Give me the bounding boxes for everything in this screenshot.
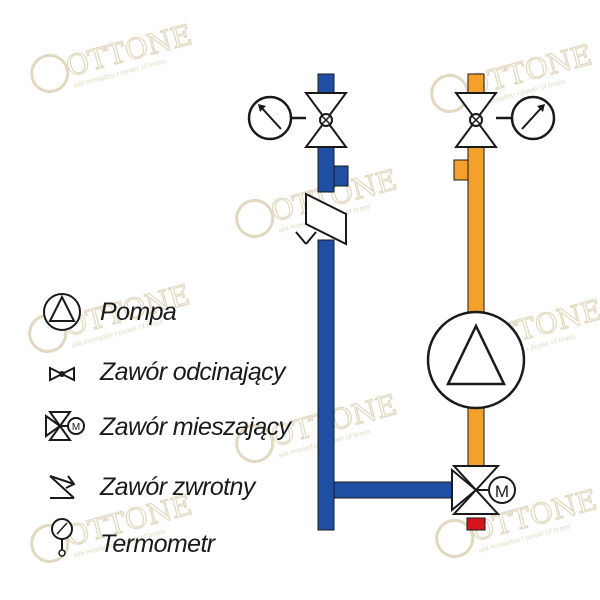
- return-pipe-stub: [333, 165, 349, 187]
- mixing-valve: M: [451, 465, 516, 515]
- watermark: OTTONE siła mosiądzu • power of brass: [30, 17, 196, 93]
- svg-text:M: M: [72, 422, 80, 433]
- shutoff-valve-right: [454, 92, 498, 148]
- shutoff-valve-left: [304, 92, 348, 148]
- supply-pipe-stub: [453, 159, 469, 181]
- return-pipe-upper: [317, 141, 335, 193]
- watermark: OTTONE siła mosiądzu • power of brass: [430, 37, 596, 113]
- mixing-valve-icon: M: [45, 411, 85, 441]
- thermometer-icon: [51, 518, 73, 557]
- pump-icon: [43, 293, 81, 331]
- check-valve: [295, 192, 347, 246]
- check-valve-icon: [49, 475, 76, 499]
- watermark: OTTONE siła mosiądzu • power of brass: [235, 387, 401, 463]
- supply-pipe: [453, 73, 485, 467]
- legend-icons: M: [43, 293, 85, 557]
- return-pipe-main: [317, 239, 335, 531]
- pump: [426, 310, 526, 410]
- svg-text:M: M: [495, 482, 509, 501]
- return-pipe-horizontal: [333, 481, 453, 499]
- thermometer-left: [247, 95, 293, 141]
- shutoff-valve-icon: [49, 366, 75, 382]
- supply-pipe-lower: [467, 405, 485, 467]
- outlet-marker: [466, 517, 486, 531]
- thermometer-right: [510, 95, 556, 141]
- supply-pipe-upper: [467, 141, 485, 333]
